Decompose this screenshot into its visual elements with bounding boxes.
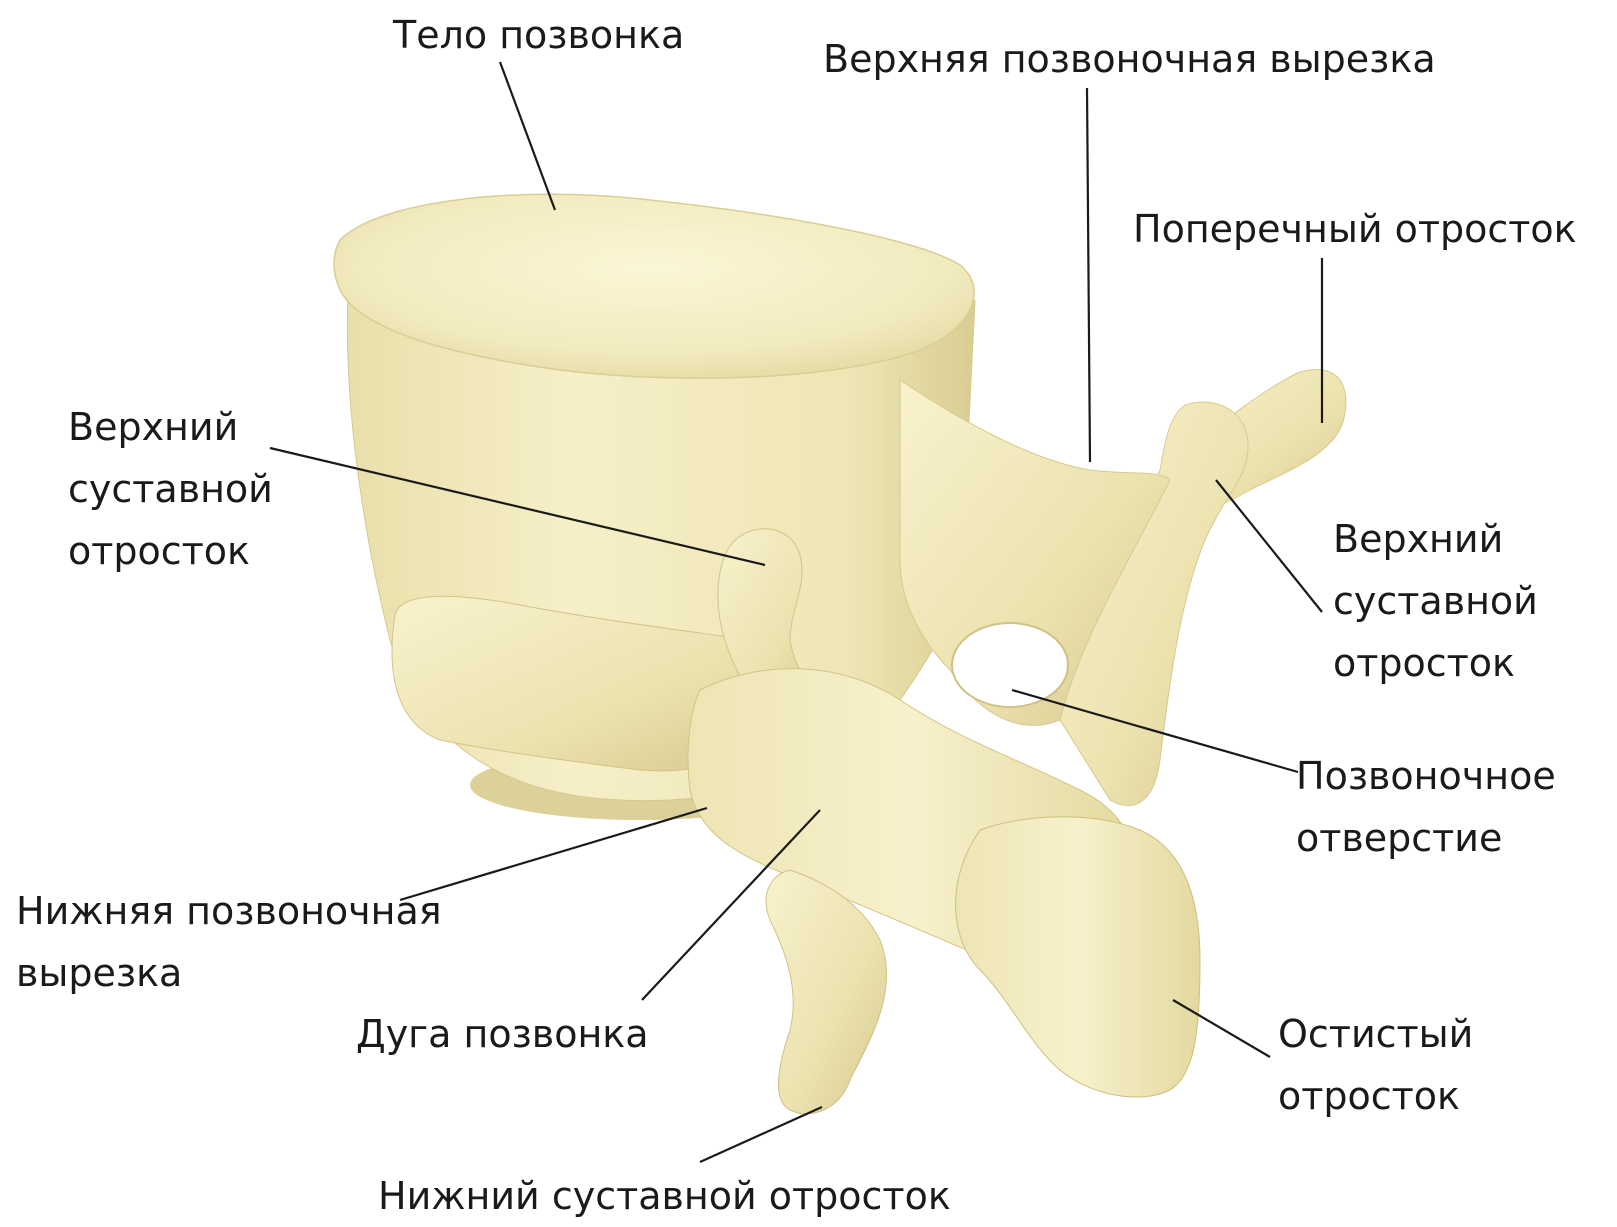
leader-vertebral-body	[500, 62, 555, 210]
leader-superior-articular-right	[1216, 480, 1322, 612]
leader-inferior-articular-process	[700, 1107, 822, 1162]
label-vertebral-arch: Дуга позвонка	[356, 1003, 649, 1065]
label-vertebral-body: Тело позвонка	[393, 4, 684, 66]
label-superior-articular-process-right: Верхний суставной отросток	[1333, 508, 1538, 694]
label-superior-articular-process-left: Верхний суставной отросток	[68, 396, 273, 582]
label-transverse-process: Поперечный отросток	[1133, 198, 1577, 260]
label-inferior-articular-process: Нижний суставной отросток	[378, 1165, 951, 1227]
vertebral-foramen-shape	[952, 623, 1068, 707]
label-inferior-vertebral-notch: Нижняя позвоночная вырезка	[16, 880, 442, 1004]
leader-superior-vertebral-notch	[1087, 88, 1090, 462]
label-superior-vertebral-notch: Верхняя позвоночная вырезка	[823, 28, 1436, 90]
label-vertebral-foramen: Позвоночное отверстие	[1296, 745, 1556, 869]
leader-inferior-vertebral-notch	[400, 808, 707, 900]
label-spinous-process: Остистый отросток	[1278, 1003, 1473, 1127]
spinous-process-shape	[956, 817, 1200, 1097]
